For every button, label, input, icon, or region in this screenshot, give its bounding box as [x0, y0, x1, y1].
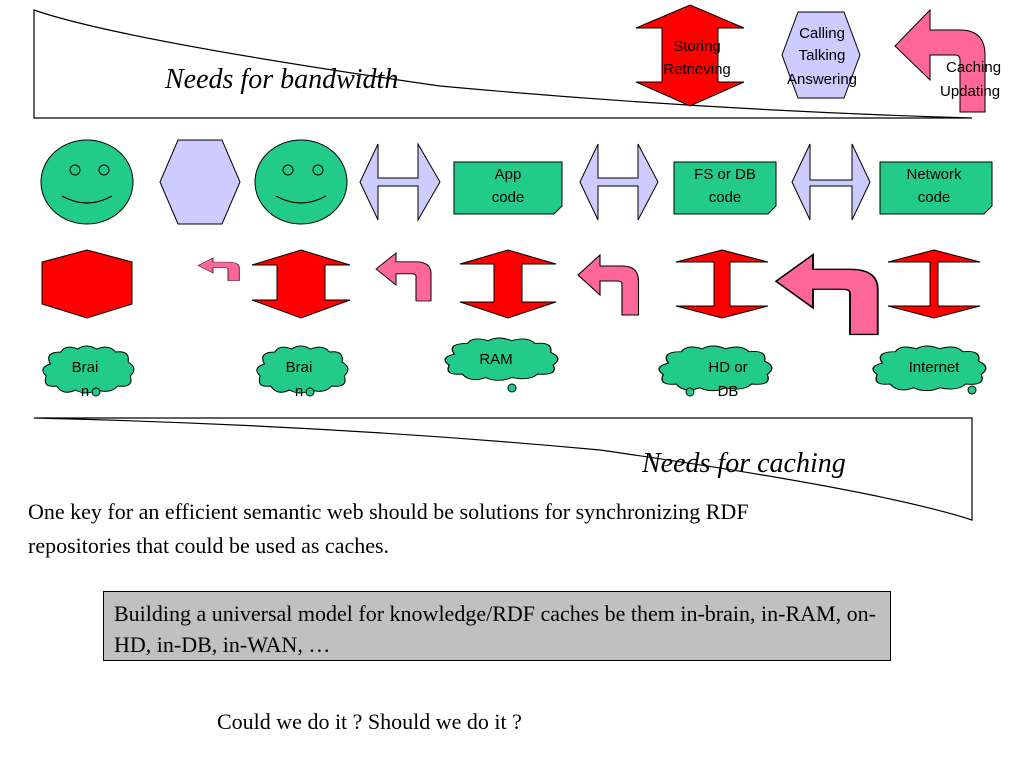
highlight-box: Building a universal model for knowledge… [103, 591, 891, 661]
brain-cloud-1: Brai n [42, 345, 135, 400]
bandwidth-wedge [33, 9, 973, 119]
connector-double-arrow-2 [579, 143, 659, 221]
answering-label: Answering [787, 71, 857, 88]
network-code-box: Network code [879, 161, 993, 215]
brain-cloud-2-line2: n [295, 383, 303, 400]
hd-db-cloud-line1: HD or [708, 359, 747, 376]
ram-cloud-label: RAM [479, 351, 512, 368]
fs-db-code-line2: code [709, 189, 742, 206]
brain-cloud-1-line1: Brai [72, 359, 99, 376]
connector-double-arrow-3 [791, 143, 871, 221]
red-double-arrow-3 [675, 249, 769, 319]
hd-db-cloud: HD or DB [658, 345, 773, 400]
pink-curl-arrow-medium [577, 254, 640, 316]
question-text: Could we do it ? Should we do it ? [217, 709, 522, 734]
hd-db-cloud-line2: DB [718, 383, 739, 400]
talking-label: Talking [799, 47, 846, 64]
smiley-face-icon [40, 139, 134, 225]
internet-cloud: Internet [872, 345, 987, 395]
internet-cloud-label: Internet [909, 359, 961, 376]
brain-cloud-2: Brai n [256, 345, 349, 400]
brain-cloud-2-line1: Brai [286, 359, 313, 376]
app-code-line1: App [495, 166, 522, 183]
calling-label: Calling [799, 25, 845, 42]
red-double-arrow-1 [251, 249, 351, 319]
fs-db-code-box: FS or DB code [673, 161, 777, 215]
brain-cloud-1-line2: n [81, 383, 89, 400]
caching-wedge [33, 417, 973, 521]
app-code-line2: code [492, 189, 525, 206]
network-code-line2: code [918, 189, 951, 206]
red-double-arrow-2 [459, 249, 557, 319]
red-double-arrow-4 [887, 249, 981, 319]
caching-label: Caching [946, 59, 1001, 76]
calling-talking-answering-shape: Calling Talking Answering [781, 11, 861, 99]
ram-cloud: RAM [444, 337, 559, 393]
app-code-box: App code [453, 161, 563, 215]
pink-curl-arrow-medium [375, 252, 432, 302]
network-code-line1: Network [906, 166, 962, 183]
connector-double-arrow-1 [359, 142, 441, 222]
caching-updating-curl: Caching Updating [894, 8, 1001, 113]
pink-curl-arrow-small [197, 257, 240, 282]
highlight-box-text: Building a universal model for knowledge… [114, 601, 876, 657]
connector-hexagon-1 [159, 139, 241, 225]
storing-label: Storing [673, 38, 721, 55]
bandwidth-label: Needs for bandwidth [164, 64, 398, 95]
fs-db-code-line1: FS or DB [694, 166, 756, 183]
paragraph-text: One key for an efficient semantic web sh… [28, 499, 749, 558]
updating-label: Updating [940, 83, 1000, 100]
smiley-face-icon [254, 139, 348, 225]
pink-curl-arrow-large [775, 253, 879, 336]
caching-label-text: Needs for caching [641, 448, 846, 479]
storing-retrieving-arrow: Storing Retrieving [635, 4, 745, 107]
red-hexagon-arrow [41, 249, 133, 319]
retrieving-label: Retrieving [663, 61, 731, 78]
